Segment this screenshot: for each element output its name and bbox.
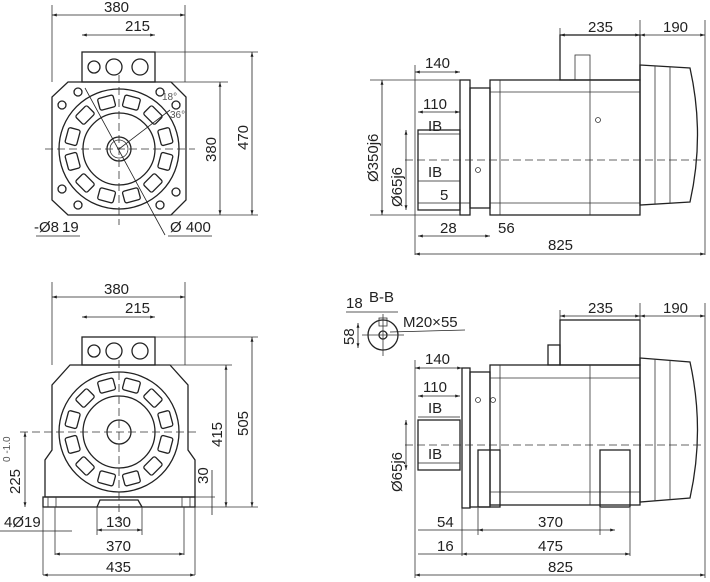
side-top-dimensions: 235 190 140 110 IB IB 5 28 56 825 Ø350j6… xyxy=(365,19,706,256)
dim-225: 225 xyxy=(7,469,24,494)
dim-58: 58 xyxy=(341,328,358,345)
angle-18: 18° xyxy=(162,92,177,103)
foot-holes: 4Ø19 xyxy=(4,514,41,531)
vent-slot xyxy=(121,187,141,204)
vent-slot xyxy=(97,377,117,394)
vent-slot xyxy=(143,388,163,408)
dim-825: 825 xyxy=(548,559,573,576)
dim-140: 140 xyxy=(425,55,450,72)
side-view-bottom xyxy=(405,319,705,509)
dim-435: 435 xyxy=(106,559,131,576)
dim-30: 30 xyxy=(195,467,212,484)
label-ib: IB xyxy=(428,400,442,417)
vent-slot xyxy=(75,388,95,408)
dim-825: 825 xyxy=(548,237,573,254)
dim-215: 215 xyxy=(125,18,150,35)
vent-slot xyxy=(75,105,95,125)
side-bottom-dimensions: 235 190 140 110 IB IB Ø65j6 54 370 16 47… xyxy=(389,300,706,578)
dim-110: 110 xyxy=(423,96,447,113)
side-view-top xyxy=(405,34,705,216)
dim-470: 470 xyxy=(235,125,252,150)
dim-190: 190 xyxy=(663,300,688,317)
tolerance: 0 -1.0 xyxy=(2,436,13,462)
front-view-foot xyxy=(20,336,200,520)
vent-slot xyxy=(121,470,141,487)
section-b-b: 18 B-B M20×55 58 xyxy=(341,289,466,356)
vent-slot xyxy=(75,456,95,476)
vent-slot xyxy=(97,187,117,204)
dim-380: 380 xyxy=(104,281,129,298)
dim-380: 380 xyxy=(104,0,129,16)
dim-370: 370 xyxy=(538,514,563,531)
dim-215: 215 xyxy=(125,300,150,317)
dim-dia65: Ø65j6 xyxy=(389,167,406,207)
label-ib: IB xyxy=(428,446,442,463)
vent-slot xyxy=(75,173,95,193)
front-top-dimensions: 380 215 380 470 18° 36° -Ø8 19 Ø 400 xyxy=(34,0,258,237)
dim-28: 28 xyxy=(440,220,457,237)
vent-slot xyxy=(157,127,174,147)
vent-slot xyxy=(143,456,163,476)
section-label: B-B xyxy=(369,289,394,306)
dim-475: 475 xyxy=(538,538,563,555)
vent-slot xyxy=(121,377,141,394)
dim-5: 5 xyxy=(440,187,448,204)
vent-slot xyxy=(157,434,174,454)
vent-slot xyxy=(157,151,174,171)
vent-slot xyxy=(64,410,81,430)
vent-slot xyxy=(121,94,141,111)
vent-slot xyxy=(97,94,117,111)
dim-110: 110 xyxy=(423,379,447,396)
front-view-flange xyxy=(45,51,195,236)
dim-415: 415 xyxy=(209,422,226,447)
dim-56: 56 xyxy=(498,220,515,237)
vent-slot xyxy=(64,434,81,454)
vent-slot xyxy=(143,105,163,125)
dim-235: 235 xyxy=(588,19,613,36)
dim-235: 235 xyxy=(588,300,613,317)
vent-slot xyxy=(64,151,81,171)
dim-54: 54 xyxy=(437,514,454,531)
dim-380-vertical: 380 xyxy=(203,137,220,162)
dim-130: 130 xyxy=(106,514,131,531)
thread-spec: M20×55 xyxy=(403,314,458,331)
hole-dia: 19 xyxy=(62,219,79,236)
label-ib: IB xyxy=(428,164,442,181)
hole-count: -Ø8 xyxy=(34,219,59,236)
dim-18: 18 xyxy=(346,295,363,312)
dim-190: 190 xyxy=(663,19,688,36)
pcd-400: Ø 400 xyxy=(170,219,211,236)
front-bottom-dimensions: 380 215 415 505 30 225 0 -1.0 4Ø19 130 3… xyxy=(0,281,258,577)
vent-slot xyxy=(64,127,81,147)
dim-dia65: Ø65j6 xyxy=(389,452,406,492)
dim-140: 140 xyxy=(425,351,450,368)
vent-slot xyxy=(143,173,163,193)
vent-slot xyxy=(157,410,174,430)
dim-dia350: Ø350j6 xyxy=(365,134,382,182)
dim-370: 370 xyxy=(106,538,131,555)
dim-505: 505 xyxy=(235,411,252,436)
label-ib: IB xyxy=(428,118,442,135)
angle-36: 36° xyxy=(170,110,185,121)
vent-slot xyxy=(97,470,117,487)
dim-16: 16 xyxy=(437,538,454,555)
